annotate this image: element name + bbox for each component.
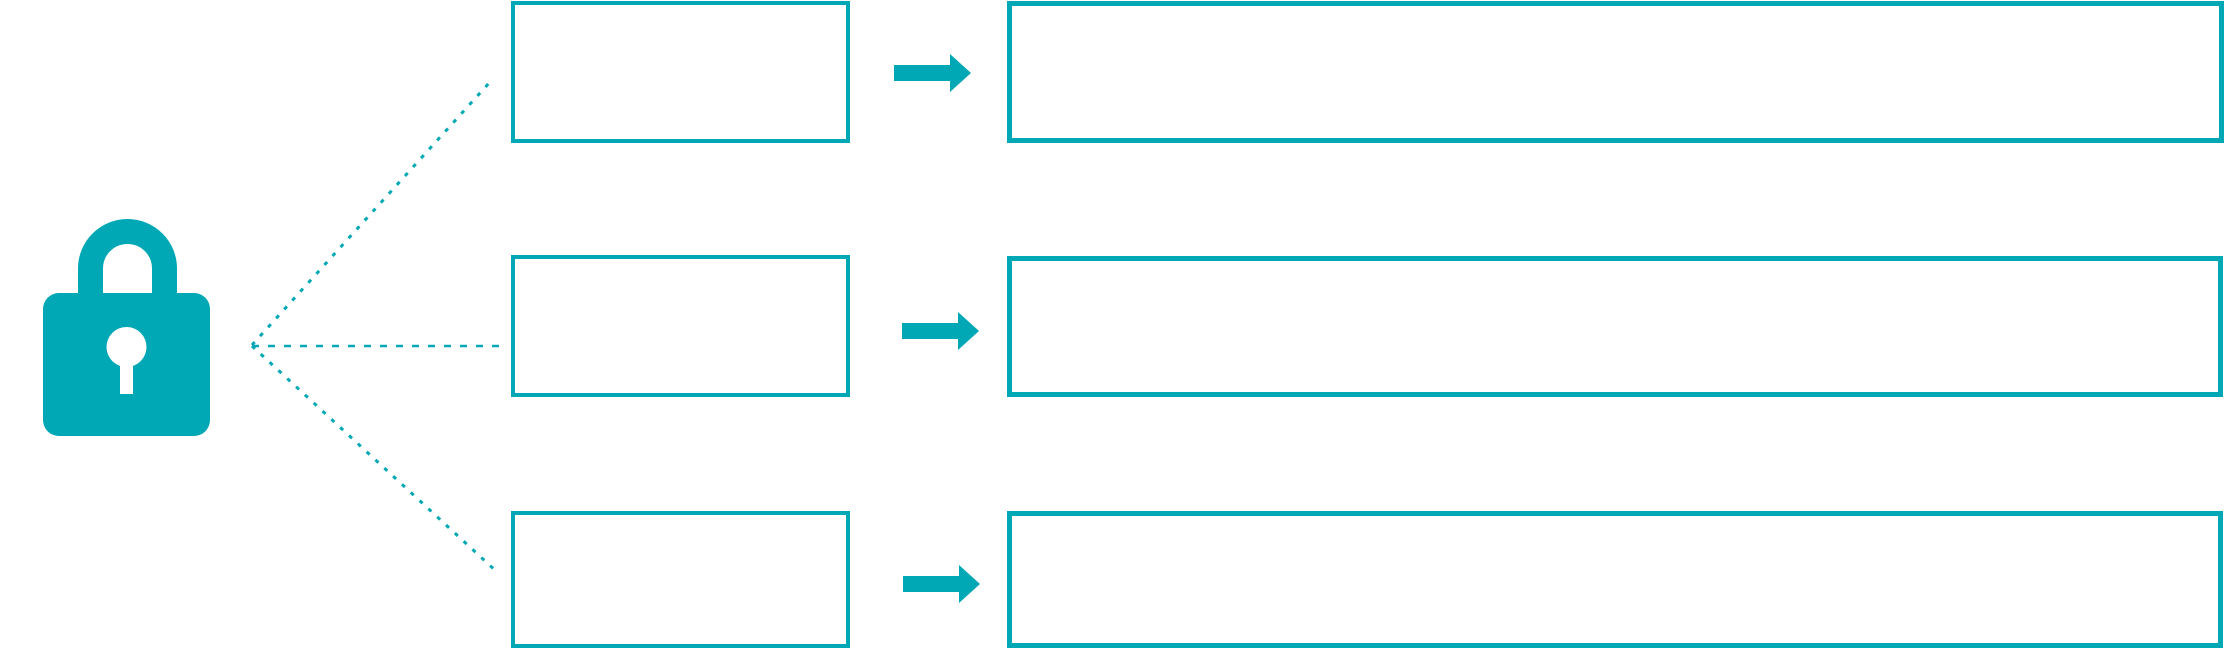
target-box-1-label [1012, 6, 2219, 138]
source-box-2 [511, 255, 850, 397]
target-box-3 [1007, 511, 2223, 648]
source-box-1-label [515, 5, 846, 139]
dotted-connector-line-bottom [250, 344, 499, 574]
source-box-3 [511, 511, 850, 648]
target-box-2 [1007, 256, 2223, 397]
arrow-right-icon [894, 54, 971, 92]
arrow-right-icon [903, 565, 980, 603]
target-box-1 [1007, 1, 2224, 143]
source-box-2-label [515, 259, 846, 393]
arrow-right-icon [902, 312, 979, 350]
connector-lines [250, 80, 500, 574]
source-box-1 [511, 1, 850, 143]
lock-body [43, 293, 210, 436]
lock-shackle [78, 219, 177, 300]
source-box-3-label [515, 515, 846, 644]
target-box-3-label [1012, 516, 2218, 643]
lock-icon [43, 219, 210, 436]
dotted-connector-line-top [250, 80, 492, 347]
keyhole-circle [106, 327, 147, 367]
keyhole-stem [120, 347, 133, 394]
target-box-2-label [1012, 261, 2218, 392]
